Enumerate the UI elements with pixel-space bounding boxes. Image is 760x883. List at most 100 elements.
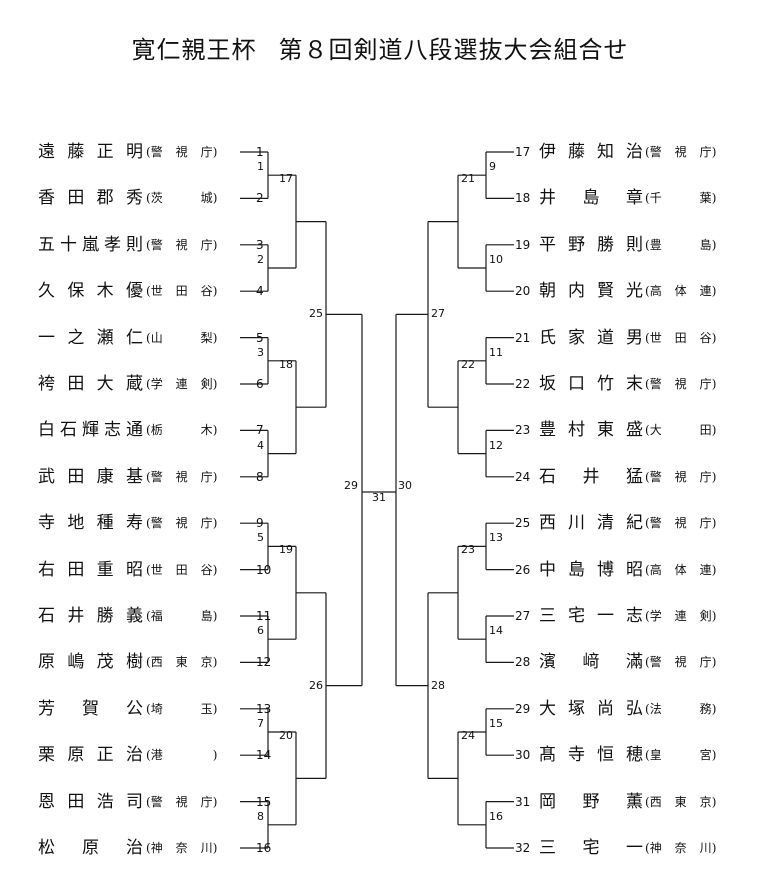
player-entry: 芳賀公(埼玉)13 bbox=[38, 697, 283, 721]
player-seed: 31 bbox=[515, 794, 531, 809]
player-name: 朝内賢光 bbox=[539, 281, 643, 302]
player-affiliation: (豊島) bbox=[645, 237, 717, 252]
player-entry: 伊藤知治(警視庁)17 bbox=[515, 140, 760, 164]
player-seed: 17 bbox=[515, 145, 531, 159]
player-affiliation: (学連剣) bbox=[645, 609, 717, 623]
player-affiliation: (世田谷) bbox=[146, 284, 218, 299]
player-affiliation: (栃木) bbox=[146, 423, 218, 438]
match-number: 27 bbox=[431, 307, 445, 321]
player-seed: 11 bbox=[256, 609, 272, 623]
player-name: 寺地種寿 bbox=[38, 513, 143, 534]
player-entry: 氏家道男(世田谷)21 bbox=[515, 326, 760, 350]
player-seed: 4 bbox=[256, 284, 264, 299]
match-number: 22 bbox=[461, 357, 475, 371]
match-number: 14 bbox=[489, 624, 503, 638]
title-main: 寛仁親王杯 bbox=[131, 36, 257, 64]
player-name: 大塚尚弘 bbox=[539, 698, 643, 719]
player-entry: 恩田浩司(警視庁) 15 bbox=[38, 790, 283, 814]
player-entry: 白石輝志通(栃木) 7 bbox=[38, 418, 283, 442]
player-affiliation: (警視庁) bbox=[146, 516, 218, 531]
player-name: 白石輝志通 bbox=[38, 420, 143, 441]
player-name: 右田重昭 bbox=[38, 559, 143, 580]
player-name: 武田康基 bbox=[38, 466, 143, 487]
player-name: 豊村東盛 bbox=[539, 420, 643, 441]
player-entry: 松原治(神奈川)16 bbox=[38, 836, 283, 860]
player-name: 一之瀬仁 bbox=[38, 327, 143, 348]
player-entry: 袴田大蔵(学連剣)6 bbox=[38, 372, 283, 396]
player-seed: 21 bbox=[515, 330, 531, 345]
player-name: 袴田大蔵 bbox=[38, 374, 143, 394]
player-entry: 香田郡秀(茨城)2 bbox=[38, 186, 283, 210]
player-seed: 5 bbox=[256, 330, 264, 345]
player-affiliation: (神奈川) bbox=[645, 841, 717, 855]
player-affiliation: (港) bbox=[146, 748, 218, 763]
match-number: 10 bbox=[489, 253, 503, 266]
match-number: 30 bbox=[398, 479, 412, 492]
player-seed: 30 bbox=[515, 748, 531, 763]
player-seed: 15 bbox=[256, 794, 272, 809]
player-entry: 西川清紀(警視庁)25 bbox=[515, 511, 760, 535]
match-number: 12 bbox=[489, 438, 503, 452]
player-name: 恩田浩司 bbox=[38, 791, 143, 812]
title-sub: 第８回剣道八段選抜大会組合せ bbox=[278, 36, 629, 64]
match-number: 11 bbox=[489, 345, 503, 359]
player-name: 松原治 bbox=[38, 838, 143, 858]
match-number: 19 bbox=[279, 543, 293, 557]
match-number: 7 bbox=[257, 717, 264, 730]
player-entry: 石井猛(警視庁)24 bbox=[515, 465, 760, 489]
player-seed: 28 bbox=[515, 655, 531, 670]
player-affiliation: (西東京) bbox=[146, 655, 218, 670]
match-number: 4 bbox=[257, 438, 264, 452]
match-number: 2 bbox=[257, 253, 264, 266]
player-affiliation: (警視庁) bbox=[146, 469, 218, 484]
match-number: 21 bbox=[461, 172, 475, 186]
player-entry: 一之瀬仁(山梨) 5 bbox=[38, 326, 283, 350]
player-affiliation: (山梨) bbox=[146, 330, 218, 345]
player-entry: 久保木優(世田谷) 4 bbox=[38, 279, 283, 303]
player-seed: 19 bbox=[515, 237, 531, 252]
player-entry: 遠藤正明(警視庁)1 bbox=[38, 140, 283, 164]
player-entry: 坂口竹末(警視庁)22 bbox=[515, 372, 760, 396]
player-affiliation: (警視庁) bbox=[146, 237, 218, 252]
player-entry: 三宅一志(学連剣)27 bbox=[515, 604, 760, 628]
player-affiliation: (警視庁) bbox=[645, 145, 717, 159]
player-name: 西川清紀 bbox=[539, 513, 643, 534]
player-entry: 岡野薫(西東京)31 bbox=[515, 790, 760, 814]
player-name: 芳賀公 bbox=[38, 698, 143, 719]
player-entry: 三宅一(神奈川)32 bbox=[515, 836, 760, 860]
player-name: 坂口竹末 bbox=[539, 374, 643, 394]
match-number: 8 bbox=[257, 809, 264, 823]
player-name: 久保木優 bbox=[38, 281, 143, 302]
player-affiliation: (警視庁) bbox=[146, 794, 218, 809]
page-title: 寛仁親王杯第８回剣道八段選抜大会組合せ bbox=[0, 30, 760, 65]
player-affiliation: (千葉) bbox=[645, 191, 717, 206]
player-seed: 22 bbox=[515, 377, 531, 391]
player-seed: 18 bbox=[515, 191, 531, 206]
player-affiliation: (埼玉) bbox=[146, 701, 218, 716]
match-number: 1 bbox=[257, 160, 264, 174]
match-number: 6 bbox=[257, 624, 264, 638]
player-seed: 24 bbox=[515, 469, 531, 484]
player-name: 栗原正治 bbox=[38, 745, 143, 766]
match-number: 25 bbox=[309, 307, 323, 321]
player-name: 三宅一 bbox=[539, 838, 643, 858]
player-name: 平野勝則 bbox=[539, 234, 643, 255]
match-number: 17 bbox=[279, 172, 293, 186]
player-name: 石井猛 bbox=[539, 466, 643, 487]
player-entry: 濱﨑滿(警視庁)28 bbox=[515, 650, 760, 674]
player-name: 五十嵐孝則 bbox=[38, 234, 143, 255]
match-number: 28 bbox=[431, 678, 445, 692]
player-entry: 豊村東盛(大田)23 bbox=[515, 418, 760, 442]
bracket-lines bbox=[240, 151, 514, 849]
match-number: 16 bbox=[489, 809, 503, 823]
player-entry: 五十嵐孝則(警視庁) 3 bbox=[38, 233, 283, 257]
player-name: 原嶋茂樹 bbox=[38, 652, 143, 673]
player-seed: 7 bbox=[256, 423, 264, 438]
player-seed: 3 bbox=[256, 237, 264, 252]
match-number: 24 bbox=[461, 729, 475, 742]
player-seed: 14 bbox=[256, 748, 272, 763]
player-entry: 右田重昭(世田谷)10 bbox=[38, 558, 283, 582]
player-affiliation: (世田谷) bbox=[645, 330, 717, 345]
match-number: 26 bbox=[309, 678, 323, 692]
player-name: 香田郡秀 bbox=[38, 188, 143, 209]
